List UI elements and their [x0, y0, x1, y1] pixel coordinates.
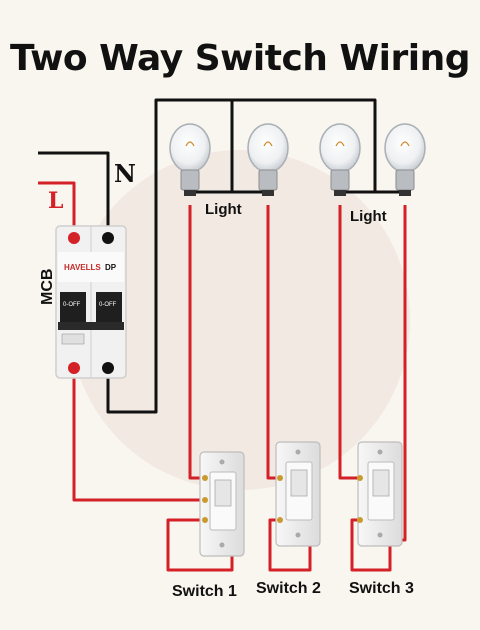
switch-3: [357, 441, 403, 547]
live-label: L: [48, 188, 63, 214]
breaker-brand: HAVELLS: [64, 263, 101, 272]
switch-1: [199, 451, 245, 557]
switch-2: [275, 441, 321, 547]
page-title: Two Way Switch Wiring: [9, 38, 471, 79]
switch-2-label: Switch 2: [256, 580, 321, 597]
neutral-label: N: [114, 159, 136, 188]
breaker-pole-left: 0-OFF: [63, 302, 81, 308]
mcb-terminal-live-in: [68, 232, 80, 244]
mcb-label: MCB: [39, 269, 56, 305]
breaker-type: DP: [105, 263, 117, 272]
mcb-terminal-neutral-in: [102, 232, 114, 244]
bulb-4: [384, 123, 426, 196]
mcb-terminal-neutral-out: [102, 362, 114, 374]
mcb-breaker: HAVELLS DP 0-OFF 0-OFF: [55, 225, 127, 379]
switch-3-label: Switch 3: [349, 580, 414, 597]
bulb-2: [247, 123, 289, 196]
light-label-right: Light: [350, 208, 387, 225]
breaker-pole-right: 0-OFF: [99, 302, 117, 308]
mcb-terminal-live-out: [68, 362, 80, 374]
bulb-3: [319, 123, 361, 196]
switch-terminals: [202, 475, 363, 523]
switch-1-label: Switch 1: [172, 583, 237, 600]
light-label-left: Light: [205, 201, 242, 218]
bulb-1: [169, 123, 211, 196]
